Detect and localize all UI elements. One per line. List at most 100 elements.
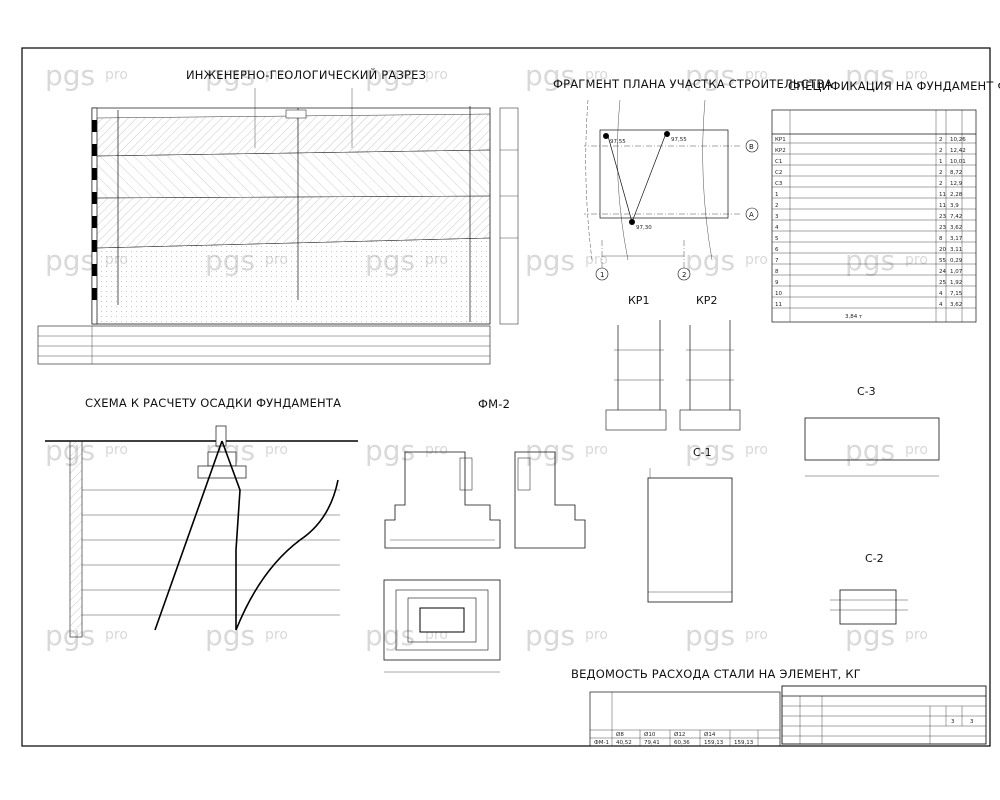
watermark-brand: pgs (685, 619, 735, 652)
watermark-brand: pgs (845, 244, 895, 277)
spec-row-pos: 4 (775, 225, 779, 231)
watermark-suffix: pro (105, 442, 128, 458)
watermark-brand: pgs (365, 59, 415, 92)
watermark-suffix: pro (105, 67, 128, 83)
spec-row-pos: 10 (775, 291, 782, 297)
spec-row-pos: С1 (775, 159, 782, 165)
watermark-brand: pgs (845, 619, 895, 652)
label-s3: С-3 (857, 385, 876, 398)
spec-row-qty: 4 (939, 302, 943, 308)
spec-row-pos: С3 (775, 181, 783, 187)
watermark-suffix: pro (425, 442, 448, 458)
watermark-brand: pgs (845, 434, 895, 467)
spec-row-qty: 2 (939, 170, 943, 176)
spec-row-pos: 1 (775, 192, 779, 198)
svg-text:97,55: 97,55 (610, 139, 626, 145)
site-plan-title: ФРАГМЕНТ ПЛАНА УЧАСТКА СТРОИТЕЛЬСТВА (553, 77, 833, 91)
axis-bubble (595, 267, 609, 281)
steel-table: ВЕДОМОСТЬ РАСХОДА СТАЛИ НА ЭЛЕМЕНТ, КГ Ф… (571, 667, 861, 747)
watermark-suffix: pro (105, 627, 128, 643)
watermark-suffix: pro (585, 252, 608, 268)
spec-row-qty: 23 (939, 214, 946, 220)
watermark-suffix: pro (585, 67, 608, 83)
spec-row-mass: 10,26 (950, 137, 966, 143)
steel-value: 60,36 (674, 740, 690, 746)
spec-row-qty: 2 (939, 181, 943, 187)
site-plan: ФРАГМЕНТ ПЛАНА УЧАСТКА СТРОИТЕЛЬСТВА 97,… (553, 77, 833, 281)
spec-row-mass: 1,92 (950, 280, 962, 286)
spec-row-qty: 11 (939, 203, 946, 209)
sheet-count: 3 (970, 719, 974, 725)
spec-row-qty: 23 (939, 225, 946, 231)
steel-value: 40,52 (616, 740, 632, 746)
spec-row-pos: 6 (775, 247, 779, 253)
watermark-brand: pgs (205, 619, 255, 652)
meshes: С-1 С-3 С-2 (647, 385, 940, 625)
watermark-brand: pgs (365, 434, 415, 467)
spec-title: СПЕЦИФИКАЦИЯ НА ФУНДАМЕНТ ФМ-2 (788, 79, 1000, 93)
watermark-brand: pgs (45, 59, 95, 92)
steel-header: Ø10 (644, 731, 656, 738)
label-s1: С-1 (693, 446, 712, 459)
spec-row-mass: 12,42 (950, 148, 966, 154)
spec-row-mass: 10,01 (950, 159, 966, 165)
borehole-marker (629, 219, 635, 225)
steel-header: Ø12 (674, 731, 685, 738)
spec-row-pos: С2 (775, 170, 782, 176)
svg-text:97,55: 97,55 (671, 137, 687, 143)
spec-row-mass: 2,28 (950, 192, 963, 198)
spec-row-qty: 25 (939, 280, 946, 286)
spec-row-qty: 8 (939, 236, 943, 242)
steel-row-label: ФМ-1 (594, 740, 609, 746)
settlement-title: СХЕМА К РАСЧЕТУ ОСАДКИ ФУНДАМЕНТА (85, 396, 341, 410)
borehole-marker (603, 133, 609, 139)
spec-row-qty: 1 (939, 159, 943, 165)
steel-value: 79,41 (644, 740, 660, 746)
watermark-brand: pgs (205, 59, 255, 92)
steel-value: 159,13 (704, 740, 724, 746)
spec-row-mass: 7,42 (950, 214, 962, 220)
spec-row-pos: 9 (775, 280, 779, 286)
foundation-fm2: ФМ-2 (383, 397, 586, 673)
svg-text:97,30: 97,30 (636, 225, 652, 231)
label-s2: С-2 (865, 552, 884, 565)
axis-bubble (745, 207, 759, 221)
spec-row-mass: 3,17 (950, 236, 963, 242)
spec-row-qty: 2 (939, 148, 943, 154)
watermark-brand: pgs (365, 619, 415, 652)
spec-row-pos: 5 (775, 236, 779, 242)
spec-table: СПЕЦИФИКАЦИЯ НА ФУНДАМЕНТ ФМ-2 КР1210,26… (771, 79, 1000, 323)
svg-text:В: В (749, 143, 754, 151)
spec-row-mass: 3,62 (950, 302, 962, 308)
watermark-brand: pgs (845, 59, 895, 92)
spec-row-mass: 7,15 (950, 291, 963, 297)
steel-header: Ø14 (704, 731, 716, 738)
label-kr1: КР1 (628, 294, 649, 307)
spec-total: 3,84 т (845, 314, 863, 320)
svg-text:А: А (749, 211, 754, 219)
watermark-suffix: pro (905, 67, 928, 83)
svg-text:1: 1 (600, 271, 604, 279)
steel-header: Ø8 (616, 731, 624, 738)
spec-row-pos: 2 (775, 203, 779, 209)
watermark-brand: pgs (685, 59, 735, 92)
spec-row-qty: 20 (939, 247, 946, 253)
watermark-suffix: pro (745, 67, 768, 83)
spec-row-qty: 4 (939, 291, 943, 297)
watermark-brand: pgs (525, 434, 575, 467)
spec-row-pos: 11 (775, 302, 782, 308)
spec-row-qty: 55 (939, 258, 946, 264)
spec-row-qty: 11 (939, 192, 946, 198)
watermark-suffix: pro (265, 67, 288, 83)
watermark-suffix: pro (745, 252, 768, 268)
spec-row-mass: 1,07 (950, 269, 963, 275)
watermark-brand: pgs (525, 59, 575, 92)
spec-row-mass: 3,62 (950, 225, 962, 231)
settlement-scheme: СХЕМА К РАСЧЕТУ ОСАДКИ ФУНДАМЕНТА (45, 396, 358, 638)
geo-section-title: ИНЖЕНЕРНО-ГЕОЛОГИЧЕСКИЙ РАЗРЕЗ (186, 67, 426, 82)
borehole-marker (664, 131, 670, 137)
spec-row-mass: 8,72 (950, 170, 962, 176)
watermark-suffix: pro (265, 627, 288, 643)
spec-row-pos: 8 (775, 269, 779, 275)
spec-row-pos: 3 (775, 214, 779, 220)
